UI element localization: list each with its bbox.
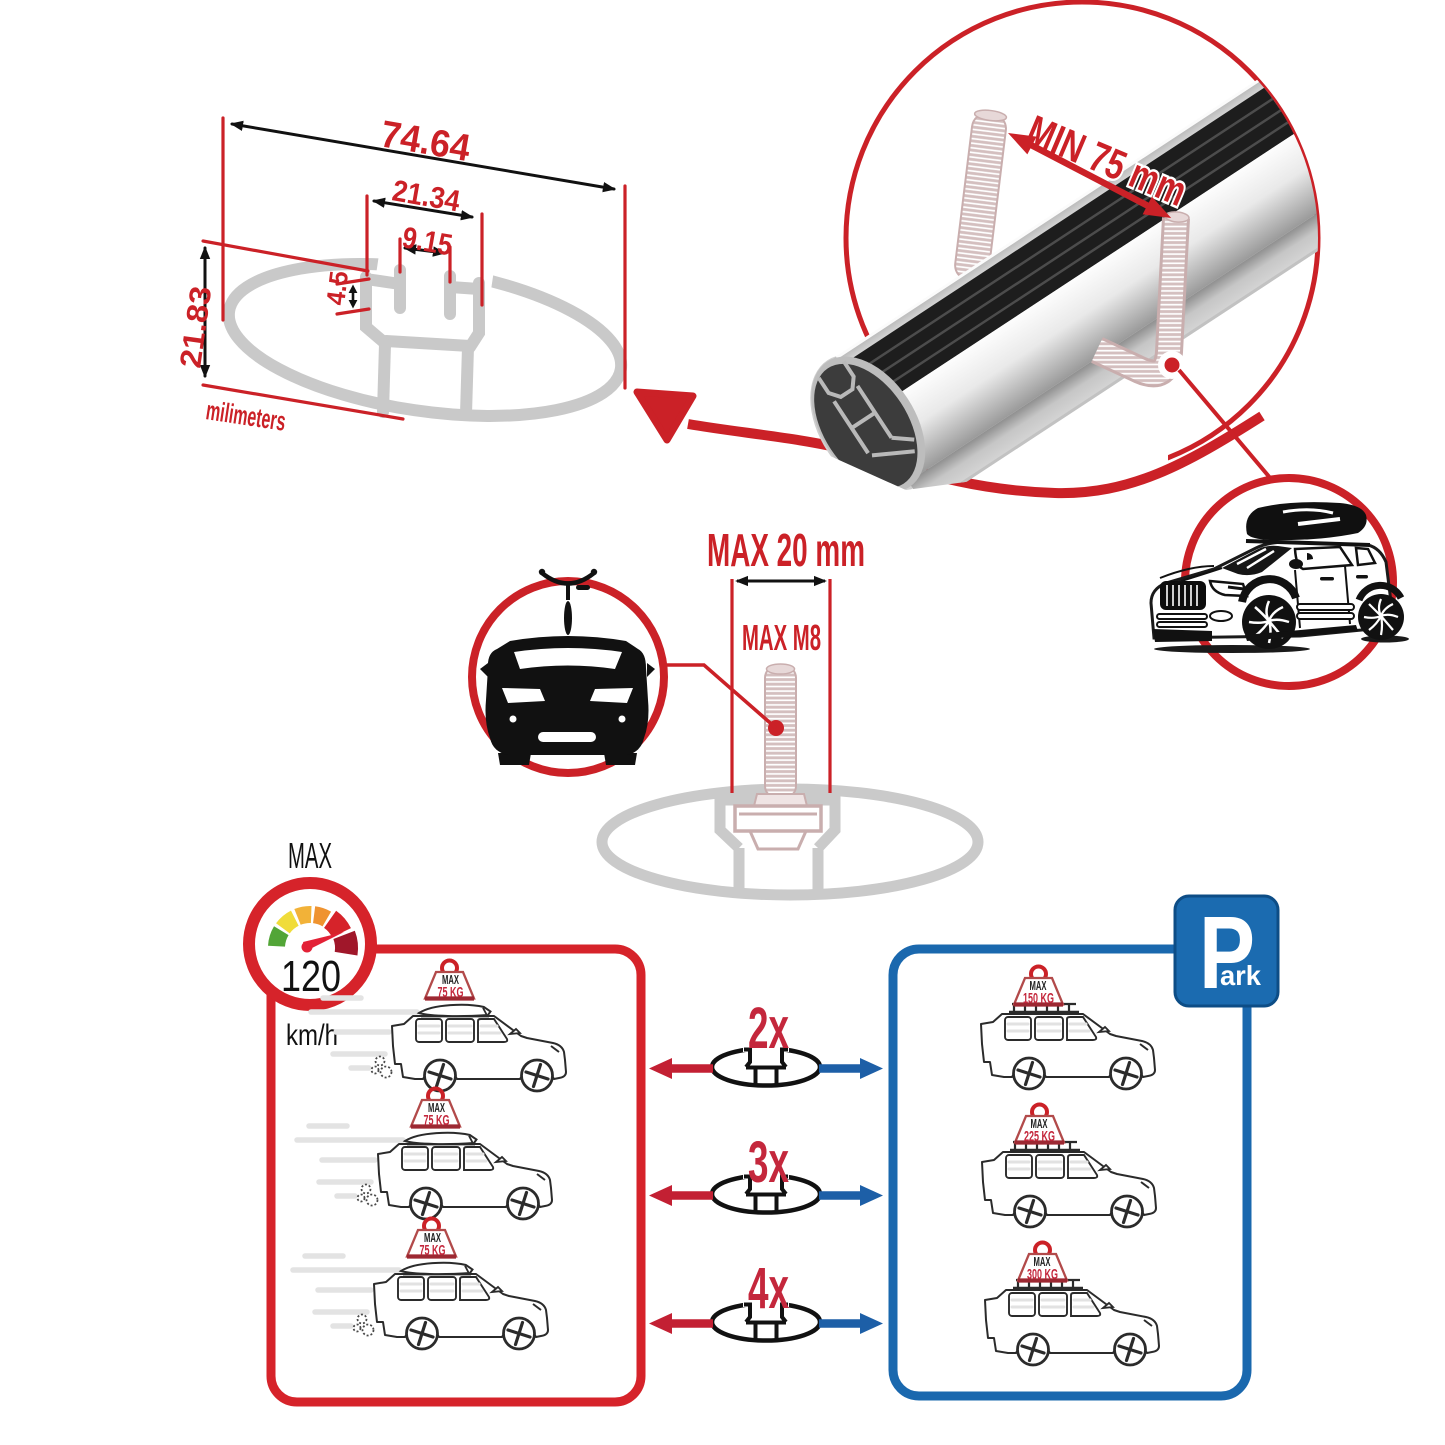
svg-text:P: P <box>1199 895 1255 1010</box>
svg-text:4x: 4x <box>748 1256 789 1321</box>
svg-text:MAX: MAX <box>1030 978 1047 993</box>
svg-text:MAX 20 mm: MAX 20 mm <box>707 524 865 576</box>
svg-text:3x: 3x <box>748 1130 789 1195</box>
svg-text:300 KG: 300 KG <box>1027 1267 1058 1283</box>
svg-text:MAX: MAX <box>424 1230 441 1245</box>
svg-text:km/h: km/h <box>286 1019 338 1052</box>
svg-text:225 KG: 225 KG <box>1024 1129 1055 1145</box>
svg-text:75 KG: 75 KG <box>420 1243 446 1259</box>
svg-text:120: 120 <box>281 952 341 1001</box>
svg-text:MAX: MAX <box>1031 1116 1048 1131</box>
svg-text:75 KG: 75 KG <box>424 1113 450 1129</box>
svg-text:4.5: 4.5 <box>320 269 354 306</box>
svg-text:ark: ark <box>1220 960 1261 991</box>
svg-text:MAX: MAX <box>428 1100 445 1115</box>
svg-text:MAX: MAX <box>1034 1254 1051 1269</box>
svg-text:75 KG: 75 KG <box>438 985 464 1001</box>
svg-text:MAX: MAX <box>288 835 332 876</box>
svg-text:MAX: MAX <box>442 972 459 987</box>
svg-text:150 KG: 150 KG <box>1023 991 1054 1007</box>
svg-text:2x: 2x <box>748 996 789 1061</box>
svg-text:MAX M8: MAX M8 <box>742 617 821 658</box>
